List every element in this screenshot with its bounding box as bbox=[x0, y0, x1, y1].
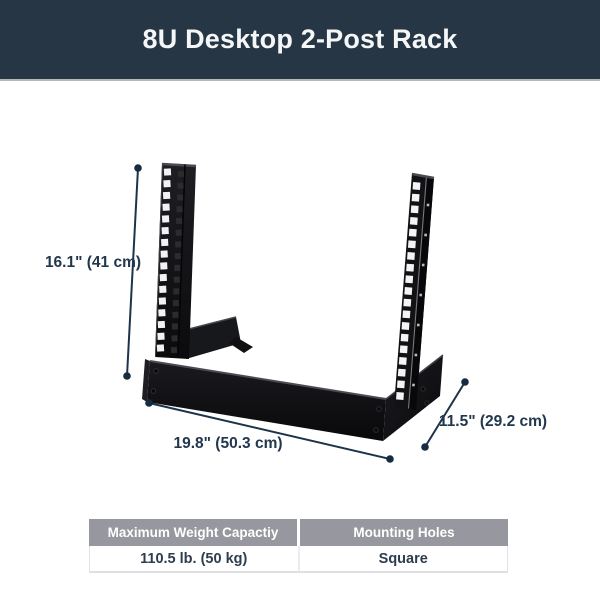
mounting-hole bbox=[421, 263, 425, 267]
spec-table-header-row: Maximum Weight Capactiy Mounting Holes bbox=[89, 519, 508, 546]
mounting-hole bbox=[162, 191, 171, 200]
mounting-hole bbox=[419, 293, 423, 297]
mounting-hole bbox=[173, 288, 180, 295]
mounting-hole bbox=[397, 368, 406, 377]
mounting-hole bbox=[410, 205, 419, 214]
mounting-hole bbox=[412, 182, 421, 190]
mounting-hole bbox=[406, 263, 415, 272]
rack-illustration bbox=[142, 162, 444, 441]
mounting-hole bbox=[398, 357, 407, 365]
mounting-hole bbox=[174, 252, 181, 260]
dimension-annotations: 16.1" (41 cm) 19.8" (50.3 cm) 11.5" (29.… bbox=[45, 164, 547, 463]
dimension-height-label: 16.1" (41 cm) bbox=[45, 254, 141, 271]
spec-value-weight-capacity: 110.5 lb. (50 kg) bbox=[140, 550, 248, 567]
title-bar: 8U Desktop 2-Post Rack bbox=[0, 0, 600, 81]
mounting-hole bbox=[414, 353, 418, 357]
rack-left-post bbox=[155, 162, 197, 359]
mounting-hole bbox=[159, 285, 167, 293]
spec-table-value-row: 110.5 lb. (50 kg) Square bbox=[89, 546, 508, 573]
mounting-hole bbox=[424, 233, 427, 237]
mounting-hole bbox=[404, 287, 413, 295]
mounting-hole bbox=[400, 333, 409, 342]
mounting-hole bbox=[416, 323, 420, 327]
mounting-hole bbox=[161, 227, 169, 235]
mounting-hole bbox=[163, 168, 172, 176]
spec-column-mounting-holes: Mounting Holes bbox=[297, 519, 508, 546]
mounting-hole bbox=[175, 217, 183, 225]
mounting-hole bbox=[409, 217, 418, 225]
dimension-width-label: 19.8" (50.3 cm) bbox=[173, 435, 282, 452]
mounting-hole bbox=[407, 240, 416, 249]
mounting-hole bbox=[170, 346, 178, 354]
mounting-hole bbox=[160, 262, 168, 270]
page-title: 8U Desktop 2-Post Rack bbox=[142, 24, 458, 54]
spec-value-mounting-holes: Square bbox=[297, 546, 508, 571]
mounting-hole bbox=[175, 241, 182, 248]
mounting-hole bbox=[175, 229, 182, 236]
mounting-hole bbox=[159, 273, 167, 282]
mounting-hole bbox=[171, 323, 179, 330]
mounting-hole bbox=[411, 193, 420, 202]
dimension-width: 19.8" (50.3 cm) bbox=[145, 399, 394, 463]
mounting-hole bbox=[407, 252, 415, 260]
mounting-hole bbox=[408, 228, 417, 237]
mounting-hole bbox=[156, 344, 165, 352]
mounting-hole bbox=[176, 194, 184, 201]
dimension-depth-label: 11.5" (29.2 cm) bbox=[439, 413, 547, 430]
mounting-hole bbox=[171, 335, 178, 342]
mounting-hole bbox=[172, 311, 179, 318]
dimension-height: 16.1" (41 cm) bbox=[45, 164, 142, 380]
mounting-hole bbox=[396, 392, 404, 400]
mounting-hole bbox=[177, 170, 185, 178]
mounting-hole bbox=[401, 322, 410, 330]
mounting-hole bbox=[176, 206, 183, 213]
mounting-hole bbox=[403, 298, 412, 307]
mounting-hole bbox=[161, 215, 170, 223]
rack-base-left-cap bbox=[142, 359, 150, 402]
mounting-hole bbox=[158, 297, 167, 305]
mounting-hole bbox=[157, 332, 165, 340]
mounting-hole bbox=[174, 264, 181, 272]
mounting-hole bbox=[172, 299, 180, 307]
mounting-hole bbox=[405, 275, 414, 284]
mounting-hole bbox=[157, 320, 166, 329]
mounting-hole bbox=[162, 203, 170, 211]
mounting-hole bbox=[173, 276, 180, 283]
mounting-hole bbox=[160, 250, 168, 258]
mounting-hole bbox=[412, 383, 415, 387]
spec-table: Maximum Weight Capactiy Mounting Holes 1… bbox=[89, 519, 508, 573]
mounting-hole bbox=[177, 182, 184, 189]
rack-right-post bbox=[394, 172, 435, 410]
mounting-hole bbox=[402, 310, 411, 319]
mounting-hole bbox=[163, 180, 171, 188]
mounting-hole bbox=[158, 309, 166, 317]
dimension-depth: 11.5" (29.2 cm) bbox=[421, 378, 547, 451]
mounting-hole bbox=[426, 203, 430, 207]
rack-rear-bracket-foot bbox=[229, 337, 253, 353]
rack-rivets bbox=[150, 368, 430, 433]
rack-base-front-rail bbox=[147, 361, 386, 441]
spec-column-weight-capacity: Maximum Weight Capactiy bbox=[107, 525, 279, 540]
mounting-hole bbox=[396, 380, 405, 389]
mounting-hole bbox=[161, 238, 169, 247]
mounting-hole bbox=[399, 345, 408, 354]
